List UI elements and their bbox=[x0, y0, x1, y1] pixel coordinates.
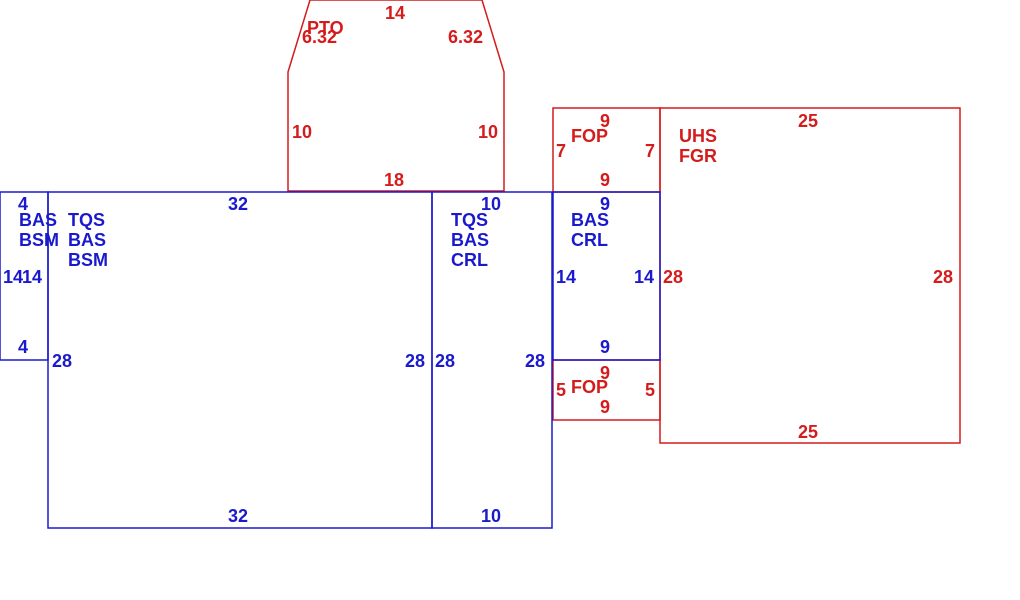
middle-left-dim: 28 bbox=[435, 351, 455, 371]
pto-bottom-dim: 18 bbox=[384, 170, 404, 190]
uhs-bottom-dim: 25 bbox=[798, 422, 818, 442]
right-blue-right-dim: 14 bbox=[634, 267, 654, 287]
pto-top-dim: 14 bbox=[385, 3, 405, 23]
right-blue-bottom-dim: 9 bbox=[600, 337, 610, 357]
main-code: TQS bbox=[68, 210, 105, 230]
pto-left-dim: 10 bbox=[292, 122, 312, 142]
main-bottom-dim: 32 bbox=[228, 506, 248, 526]
fop-bottom-top-dim: 9 bbox=[600, 363, 610, 383]
uhs-code: UHS bbox=[679, 126, 717, 146]
middle-code-3: CRL bbox=[451, 250, 488, 270]
small-left-left-dim: 14 bbox=[3, 267, 23, 287]
uhs-top-dim: 25 bbox=[798, 111, 818, 131]
small-left-code-2: BSM bbox=[19, 230, 59, 250]
pto-right-dim: 10 bbox=[478, 122, 498, 142]
pto-code: PTO bbox=[307, 18, 344, 38]
main-top-dim: 32 bbox=[228, 194, 248, 214]
middle-bottom-dim: 10 bbox=[481, 506, 501, 526]
fop-bottom-bottom-dim: 9 bbox=[600, 397, 610, 417]
pto-outline bbox=[287, 0, 505, 192]
small-left-right-dim: 14 bbox=[22, 267, 42, 287]
middle-code: TQS bbox=[451, 210, 488, 230]
fop-top-bottom-dim: 9 bbox=[600, 170, 610, 190]
fop-top-left-dim: 7 bbox=[556, 141, 566, 161]
small-left-bottom-dim: 4 bbox=[18, 337, 28, 357]
uhs-right-dim: 28 bbox=[933, 267, 953, 287]
pto-left-diag-dim: 6.32 bbox=[302, 27, 337, 47]
main-code-2: BAS bbox=[68, 230, 106, 250]
fop-top-top-dim: 9 bbox=[600, 111, 610, 131]
pto-right-diag-dim: 6.32 bbox=[448, 27, 483, 47]
main-code-3: BSM bbox=[68, 250, 108, 270]
right-blue-left-dim: 14 bbox=[556, 267, 576, 287]
uhs-code-2: FGR bbox=[679, 146, 717, 166]
uhs-left-dim: 28 bbox=[663, 267, 683, 287]
middle-code-2: BAS bbox=[451, 230, 489, 250]
small-left-code: BAS bbox=[19, 210, 57, 230]
right-blue-outline bbox=[552, 191, 661, 361]
fop-bottom-right-dim: 5 bbox=[645, 380, 655, 400]
fop-top-right-dim: 7 bbox=[645, 141, 655, 161]
small-left-top-dim: 4 bbox=[18, 194, 28, 214]
fop-bottom-left-dim: 5 bbox=[556, 380, 566, 400]
middle-area-outline bbox=[431, 191, 553, 529]
main-left-dim: 28 bbox=[52, 351, 72, 371]
middle-right-dim: 28 bbox=[525, 351, 545, 371]
middle-top-dim: 10 bbox=[481, 194, 501, 214]
right-blue-top-dim: 9 bbox=[600, 194, 610, 214]
right-blue-code-2: CRL bbox=[571, 230, 608, 250]
fop-top-code: FOP bbox=[571, 126, 608, 146]
fop-bottom-code: FOP bbox=[571, 377, 608, 397]
main-right-dim: 28 bbox=[405, 351, 425, 371]
right-blue-code: BAS bbox=[571, 210, 609, 230]
